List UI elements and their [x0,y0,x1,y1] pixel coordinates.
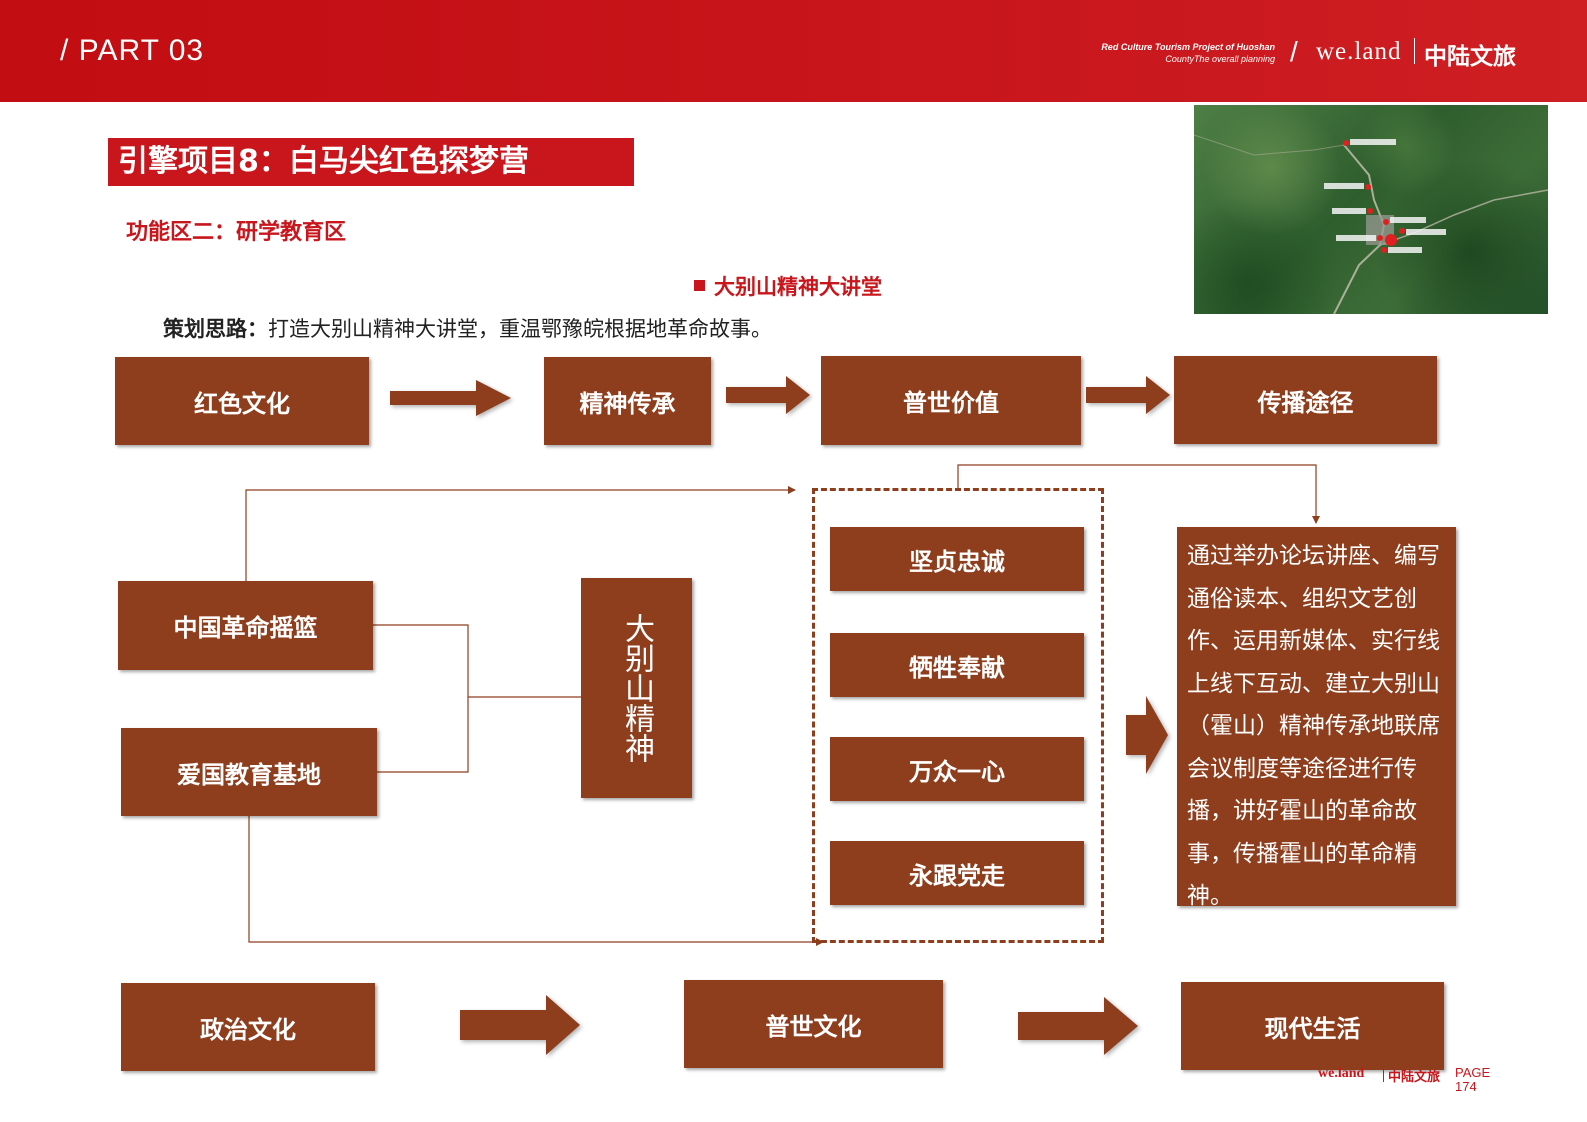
flow-box-universal-value: 普世价值 [821,356,1081,445]
page-title: 引擎项目8：白马尖红色探梦营 [108,138,634,186]
map-overlay [1194,134,1548,314]
header-tagline: Red Culture Tourism Project of Huoshan C… [1101,41,1275,65]
values-group-frame [812,488,1104,943]
source-box-patriotic-base: 爱国教育基地 [121,728,377,816]
tagline-line1: Red Culture Tourism Project of Huoshan [1101,42,1275,52]
connector-bottom-left [248,816,824,946]
source-box-revolution-cradle: 中国革命摇篮 [118,581,373,670]
header-bar: / PART 03 Red Culture Tourism Project of… [0,0,1587,102]
page-label: PAGE [1455,1065,1491,1080]
function-zone-title: 功能区二：研学教育区 [126,220,347,245]
flow-box-modern-life: 现代生活 [1181,982,1444,1070]
plan-label: 策划思路： [163,317,268,341]
description-box: 通过举办论坛讲座、编写通俗读本、组织文艺创作、运用新媒体、实行线上线下互动、建立… [1177,527,1456,909]
plan-text: 打造大别山精神大讲堂，重温鄂豫皖根据地革命故事。 [268,317,772,341]
flow-arrow-3 [1086,376,1170,414]
value-box-2: 牺牲奉献 [830,633,1084,697]
brand-divider [1414,38,1415,64]
bullet-square-icon [694,280,705,291]
footer-brand-divider [1383,1068,1384,1082]
flow-box-political-culture: 政治文化 [121,983,375,1071]
flow-arrow-4 [460,995,580,1055]
section-heading: 大别山精神大讲堂 [694,271,882,301]
page-number-value: 174 [1455,1079,1477,1094]
tagline-line2: CountyThe overall planning [1165,54,1275,64]
footer-brand-logo: we.land [1318,1066,1365,1081]
brand-logo-cn: 中陆文旅 [1424,44,1516,70]
header-separator: / [1290,36,1298,67]
value-box-1: 坚贞忠诚 [830,527,1084,591]
value-box-3: 万众一心 [830,737,1084,801]
flow-arrow-6 [1126,696,1168,774]
flow-box-universal-culture: 普世文化 [684,980,943,1068]
flow-box-spread-channel: 传播途径 [1174,356,1437,444]
part-label: / PART 03 [60,34,205,67]
connector-bracket [373,624,469,773]
flow-arrow-5 [1018,997,1138,1055]
connector-to-description [957,464,1320,524]
flow-arrow-2 [726,376,810,414]
section-heading-text: 大别山精神大讲堂 [714,275,882,299]
value-box-4: 永跟党走 [830,841,1084,905]
connector-top-left [245,486,796,581]
page-number: PAGE 174 [1455,1066,1490,1094]
flow-box-spirit-inheritance: 精神传承 [544,357,711,445]
core-spirit-box: 大别山精神 [581,578,692,798]
brand-logo: we.land [1316,38,1402,65]
footer-brand-cn: 中陆文旅 [1388,1070,1441,1085]
flow-arrow-1 [390,380,511,416]
plan-description: 策划思路：打造大别山精神大讲堂，重温鄂豫皖根据地革命故事。 [163,313,772,343]
flow-box-red-culture: 红色文化 [115,357,369,445]
satellite-map-image [1194,105,1548,314]
